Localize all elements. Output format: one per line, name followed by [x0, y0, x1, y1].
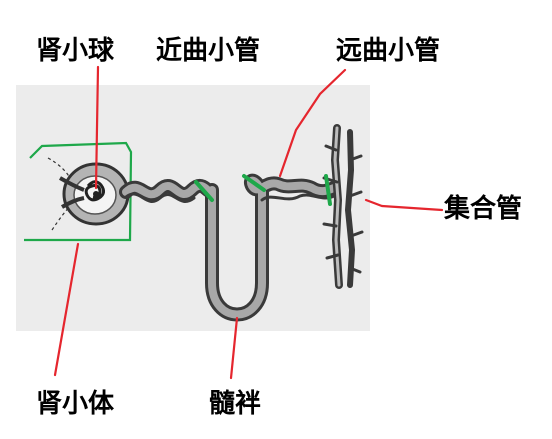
- pointer-renal-corpuscle: [53, 242, 80, 377]
- label-collecting-duct: 集合管: [444, 194, 523, 224]
- efferent-vessel: [60, 196, 85, 209]
- glomerulus-knot: [84, 180, 106, 202]
- pointer-collecting-duct: [364, 198, 444, 212]
- glomerulus-core: [93, 191, 99, 197]
- afferent-vessel: [59, 176, 85, 192]
- label-proximal-tubule: 近曲小管: [156, 36, 261, 66]
- label-glomerulus: 肾小球: [36, 36, 115, 66]
- nephron-tube: [119, 173, 341, 322]
- label-distal-tubule: 远曲小管: [336, 36, 441, 66]
- corpuscle-dash-2: [51, 205, 71, 231]
- pointer-lines: [53, 65, 444, 380]
- label-renal-corpuscle: 肾小体: [36, 389, 115, 419]
- label-loop-of-henle: 髓袢: [209, 389, 262, 419]
- pointer-glomerulus: [94, 65, 100, 190]
- renal-corpuscle-box: [24, 141, 133, 242]
- pointer-loop-of-henle: [229, 316, 239, 380]
- pointer-distal-tubule: [278, 68, 347, 178]
- segment-markers: [194, 174, 332, 206]
